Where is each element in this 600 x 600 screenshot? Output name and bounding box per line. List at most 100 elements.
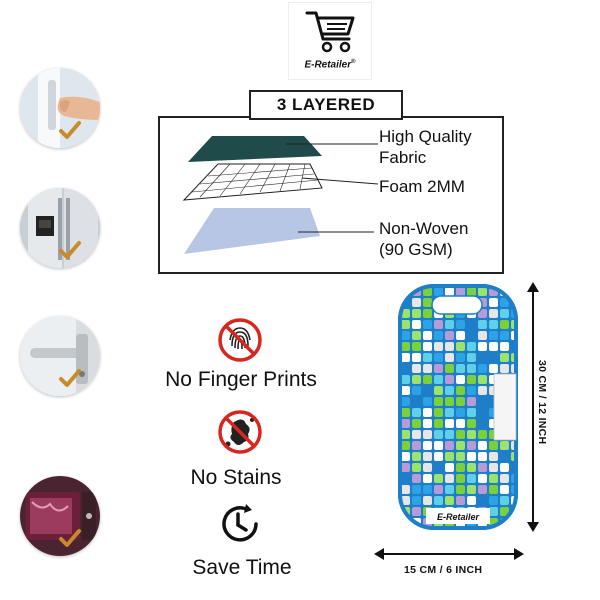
microwave-photo	[20, 476, 100, 556]
no-fingerprint-icon	[218, 318, 262, 362]
tile	[423, 364, 432, 373]
tile	[456, 375, 465, 384]
tile	[489, 353, 498, 362]
tile	[401, 386, 410, 395]
tile-pattern	[401, 287, 516, 527]
layer-label-foam: Foam 2MM	[379, 177, 465, 196]
tile	[445, 397, 454, 406]
layers-diagram: High Quality Fabric Foam 2MM Non-Woven (…	[158, 116, 504, 274]
tile	[467, 452, 476, 461]
tile	[445, 320, 454, 329]
feature-label-no-stains: No Stains	[190, 466, 282, 489]
tile	[445, 463, 454, 472]
tile	[445, 364, 454, 373]
tile	[456, 364, 465, 373]
tile	[456, 408, 465, 417]
tile	[423, 309, 432, 318]
tile	[412, 474, 421, 483]
tile	[401, 441, 410, 450]
tile	[500, 364, 509, 373]
tile	[511, 287, 516, 296]
tile	[456, 496, 465, 505]
tile	[401, 419, 410, 428]
tile	[434, 485, 443, 494]
tile	[467, 397, 476, 406]
thumbnail-fridge-handle	[20, 68, 100, 148]
tile	[456, 397, 465, 406]
tile	[423, 441, 432, 450]
tile	[467, 441, 476, 450]
thumbnail-door-handle	[20, 316, 100, 396]
tile	[456, 463, 465, 472]
tile	[500, 463, 509, 472]
tile	[412, 452, 421, 461]
tile	[423, 386, 432, 395]
layers-illustration	[182, 136, 379, 254]
tile	[412, 342, 421, 351]
tile	[423, 452, 432, 461]
tile	[412, 463, 421, 472]
tile	[412, 496, 421, 505]
tile	[478, 463, 487, 472]
tile	[478, 386, 487, 395]
tile	[434, 452, 443, 461]
feature-label-no-finger-prints: No Finger Prints	[165, 368, 317, 391]
tile	[434, 408, 443, 417]
tile	[423, 463, 432, 472]
tile	[445, 386, 454, 395]
tile	[467, 320, 476, 329]
tile	[445, 452, 454, 461]
tile	[412, 397, 421, 406]
tile	[434, 386, 443, 395]
tile	[401, 408, 410, 417]
tile	[401, 397, 410, 406]
brand-name: E-Retailer	[304, 59, 352, 71]
tile	[489, 496, 498, 505]
tile	[434, 430, 443, 439]
tile	[445, 474, 454, 483]
tile	[500, 320, 509, 329]
tile	[489, 507, 498, 516]
tile	[423, 496, 432, 505]
tile	[445, 287, 454, 296]
tile	[434, 375, 443, 384]
tile	[412, 375, 421, 384]
tile	[489, 485, 498, 494]
tile	[401, 452, 410, 461]
tile	[456, 386, 465, 395]
tile	[423, 419, 432, 428]
tile	[445, 375, 454, 384]
tile	[467, 474, 476, 483]
tile	[500, 507, 509, 516]
tile	[401, 353, 410, 362]
tile	[423, 375, 432, 384]
tile	[456, 485, 465, 494]
tile	[445, 485, 454, 494]
clock-icon	[222, 504, 258, 542]
tile	[401, 342, 410, 351]
no-stains-icon	[218, 410, 262, 454]
height-label: 30 CM / 12 INCH	[536, 360, 548, 445]
tile	[456, 287, 465, 296]
tile	[456, 342, 465, 351]
tile	[478, 408, 487, 417]
tile	[478, 397, 487, 406]
tile	[434, 474, 443, 483]
tile	[412, 353, 421, 362]
tile	[478, 441, 487, 450]
tile	[500, 496, 509, 505]
tile	[478, 342, 487, 351]
tile	[423, 485, 432, 494]
tile	[423, 320, 432, 329]
tile	[478, 287, 487, 296]
width-dimension-arrow	[374, 548, 524, 560]
tile	[434, 441, 443, 450]
tile	[511, 518, 516, 527]
tile	[445, 353, 454, 362]
tile	[467, 287, 476, 296]
tile	[401, 320, 410, 329]
tile	[456, 452, 465, 461]
product-tag-brand: E-Retailer	[437, 512, 480, 522]
tile	[489, 342, 498, 351]
tile	[412, 507, 421, 516]
